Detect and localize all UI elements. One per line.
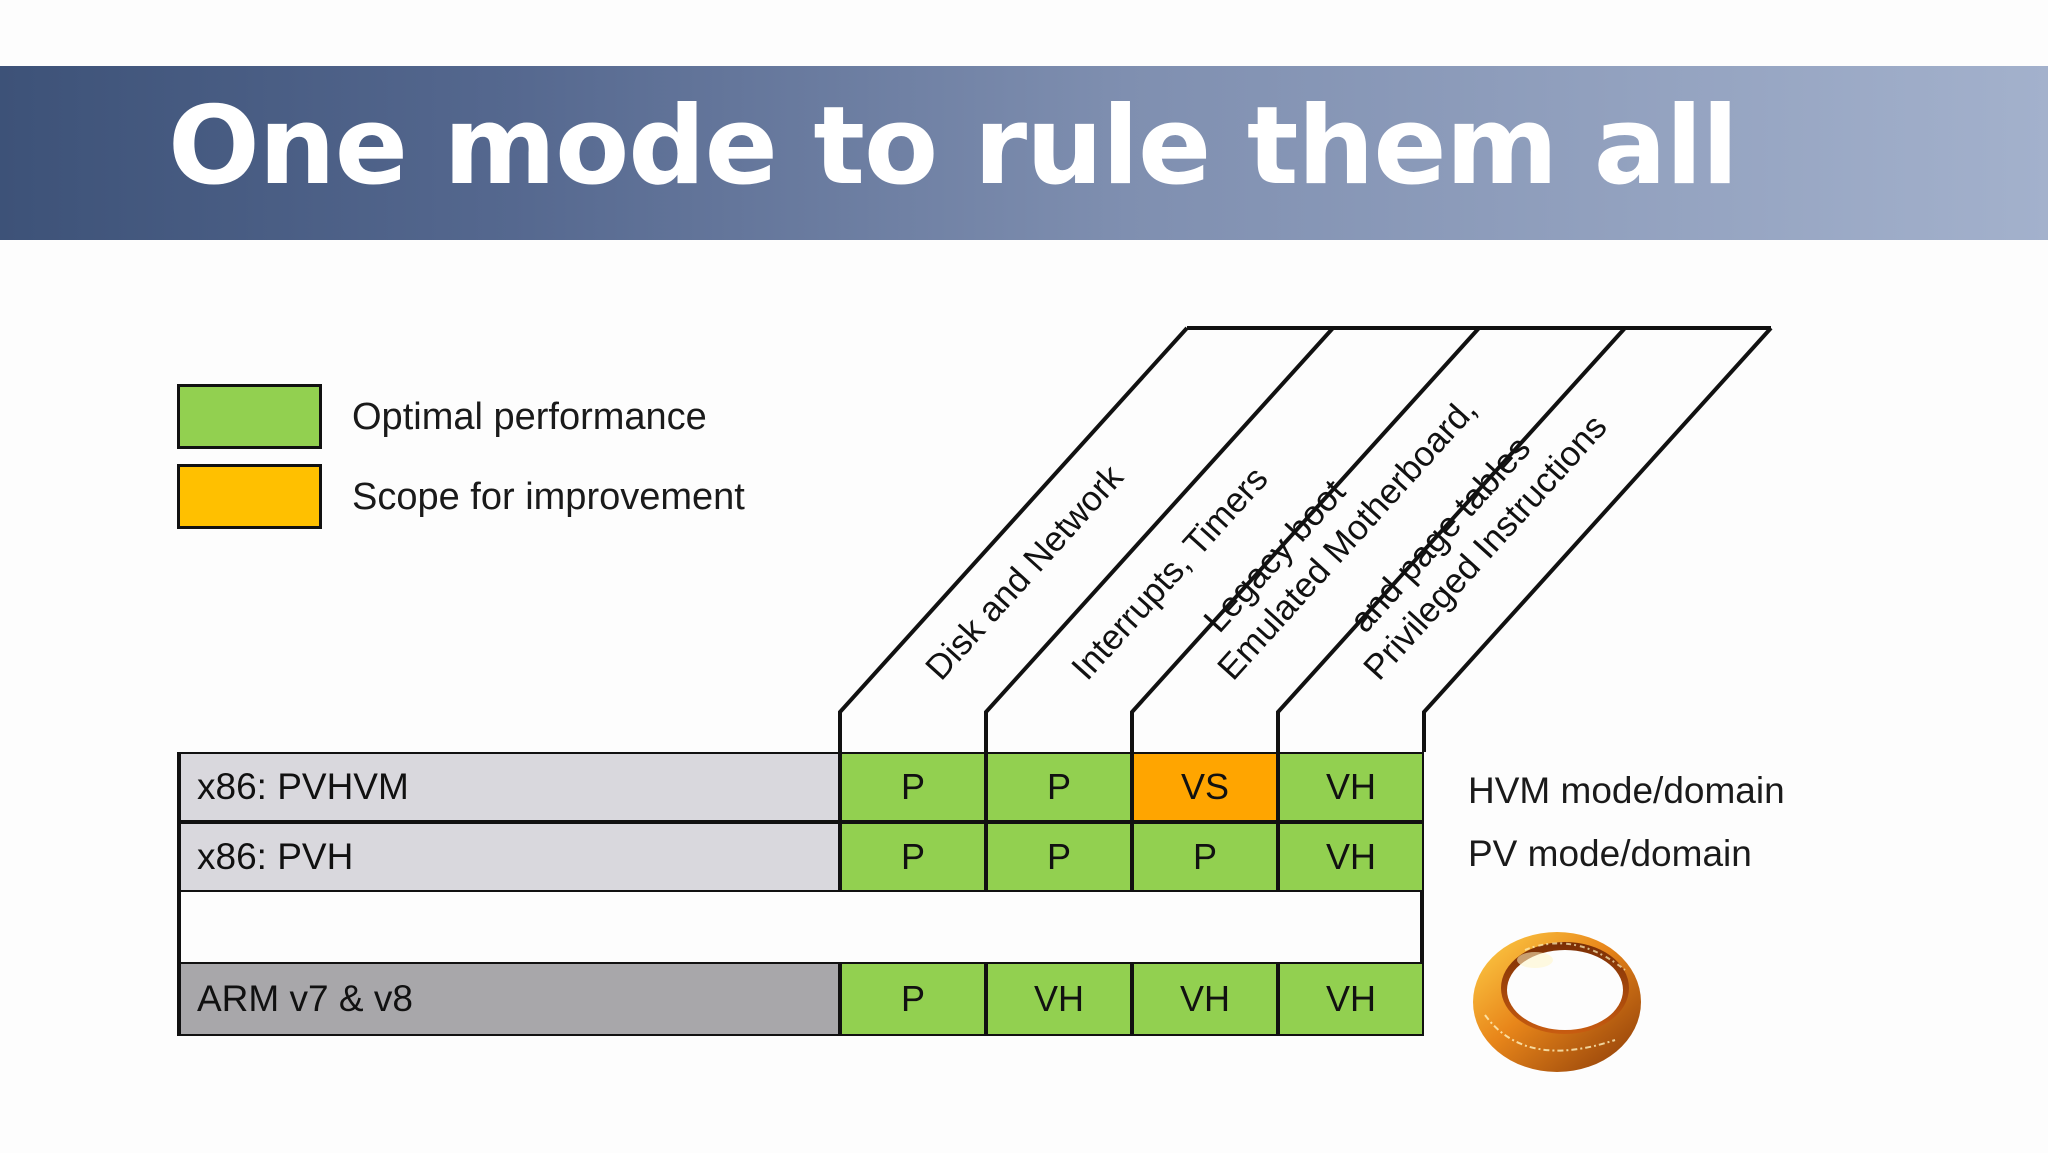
- table-cell: P: [986, 752, 1132, 822]
- row-label: x86: PVHVM: [177, 752, 840, 822]
- legend-swatch-improve: [177, 464, 322, 529]
- column-divider-line: [1130, 326, 1481, 752]
- row-label: ARM v7 & v8: [177, 962, 840, 1036]
- title-bar: [0, 66, 2048, 240]
- legend-label-optimal: Optimal performance: [352, 396, 707, 438]
- table-cell: VH: [1278, 822, 1424, 892]
- side-label-pv: PV mode/domain: [1468, 833, 1752, 874]
- table-cell: VH: [1132, 962, 1278, 1036]
- table-cell: P: [986, 822, 1132, 892]
- table-cell: VH: [1278, 752, 1424, 822]
- column-divider-line: [1422, 326, 1773, 752]
- legend-label-improve: Scope for improvement: [352, 476, 745, 518]
- table-cell: P: [840, 752, 986, 822]
- legend-swatch-optimal: [177, 384, 322, 449]
- slide-title: One mode to rule them all: [168, 84, 1739, 209]
- table-cell: P: [840, 822, 986, 892]
- table-cell: P: [840, 962, 986, 1036]
- table-cell: VS: [1132, 752, 1278, 822]
- table-cell: VH: [986, 962, 1132, 1036]
- table-cell: P: [1132, 822, 1278, 892]
- column-divider-line: [838, 326, 1189, 752]
- column-divider-line: [1276, 326, 1627, 752]
- one-ring-image: [1473, 932, 1641, 1072]
- row-label: x86: PVH: [177, 822, 840, 892]
- table-cell: VH: [1278, 962, 1424, 1036]
- column-divider-line: [984, 326, 1335, 752]
- side-label-hvm: HVM mode/domain: [1468, 770, 1785, 811]
